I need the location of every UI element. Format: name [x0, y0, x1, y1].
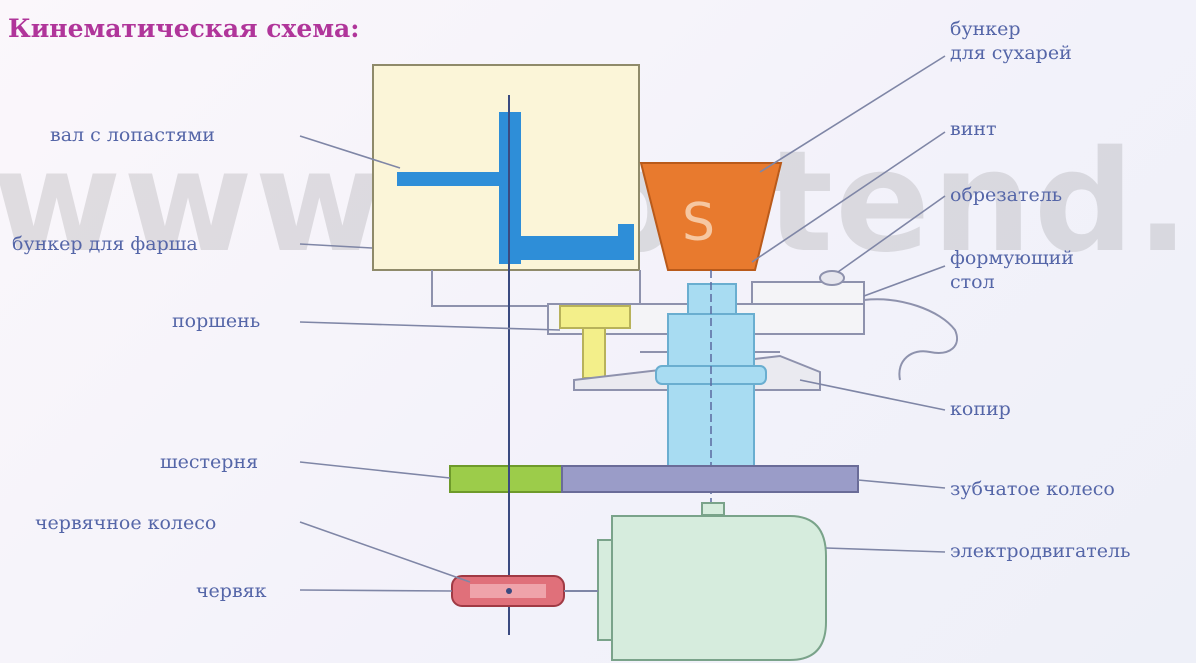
motor-coupling	[701, 502, 725, 516]
label-screw: винт	[950, 118, 997, 140]
label-crumb-hopper-line1: бункер	[950, 18, 1021, 40]
label-pinion: шестерня	[160, 451, 259, 473]
page-title: Кинематическая схема:	[8, 14, 360, 43]
electric-motor	[611, 515, 827, 661]
label-copier: копир	[950, 398, 1011, 420]
label-forming-table-line1: формующий	[950, 247, 1074, 269]
pinion	[449, 465, 563, 493]
table-spring	[863, 298, 958, 381]
label-piston: поршень	[172, 310, 261, 332]
cutter	[819, 270, 845, 286]
label-stuffing-hopper: бункер для фарша	[12, 233, 198, 255]
gear-wheel	[561, 465, 859, 493]
forming-table	[751, 281, 865, 305]
mixer-base-plate	[431, 270, 641, 307]
leader-lines	[299, 55, 946, 592]
motor-end-cap	[597, 539, 613, 641]
label-cutter: обрезатель	[950, 184, 1063, 206]
label-shaft-with-blades: вал с лопастями	[50, 124, 215, 146]
screw-column-top	[687, 283, 737, 315]
crumb-hopper	[639, 162, 783, 271]
label-gear-wheel: зубчатое колесо	[950, 478, 1115, 500]
blade-left	[397, 172, 501, 186]
label-worm-wheel: червячное колесо	[35, 512, 217, 534]
label-forming-table-line2: стол	[950, 271, 995, 293]
blade-bottom	[519, 236, 634, 260]
hopper-watermark-glyph: S	[682, 193, 715, 253]
label-crumb-hopper-line2: для сухарей	[950, 42, 1072, 64]
piston-head	[559, 305, 631, 329]
blade-tip	[618, 224, 634, 260]
piston-rod	[582, 327, 606, 379]
label-worm: червяк	[196, 580, 267, 602]
label-electric-motor: электродвигатель	[950, 540, 1131, 562]
